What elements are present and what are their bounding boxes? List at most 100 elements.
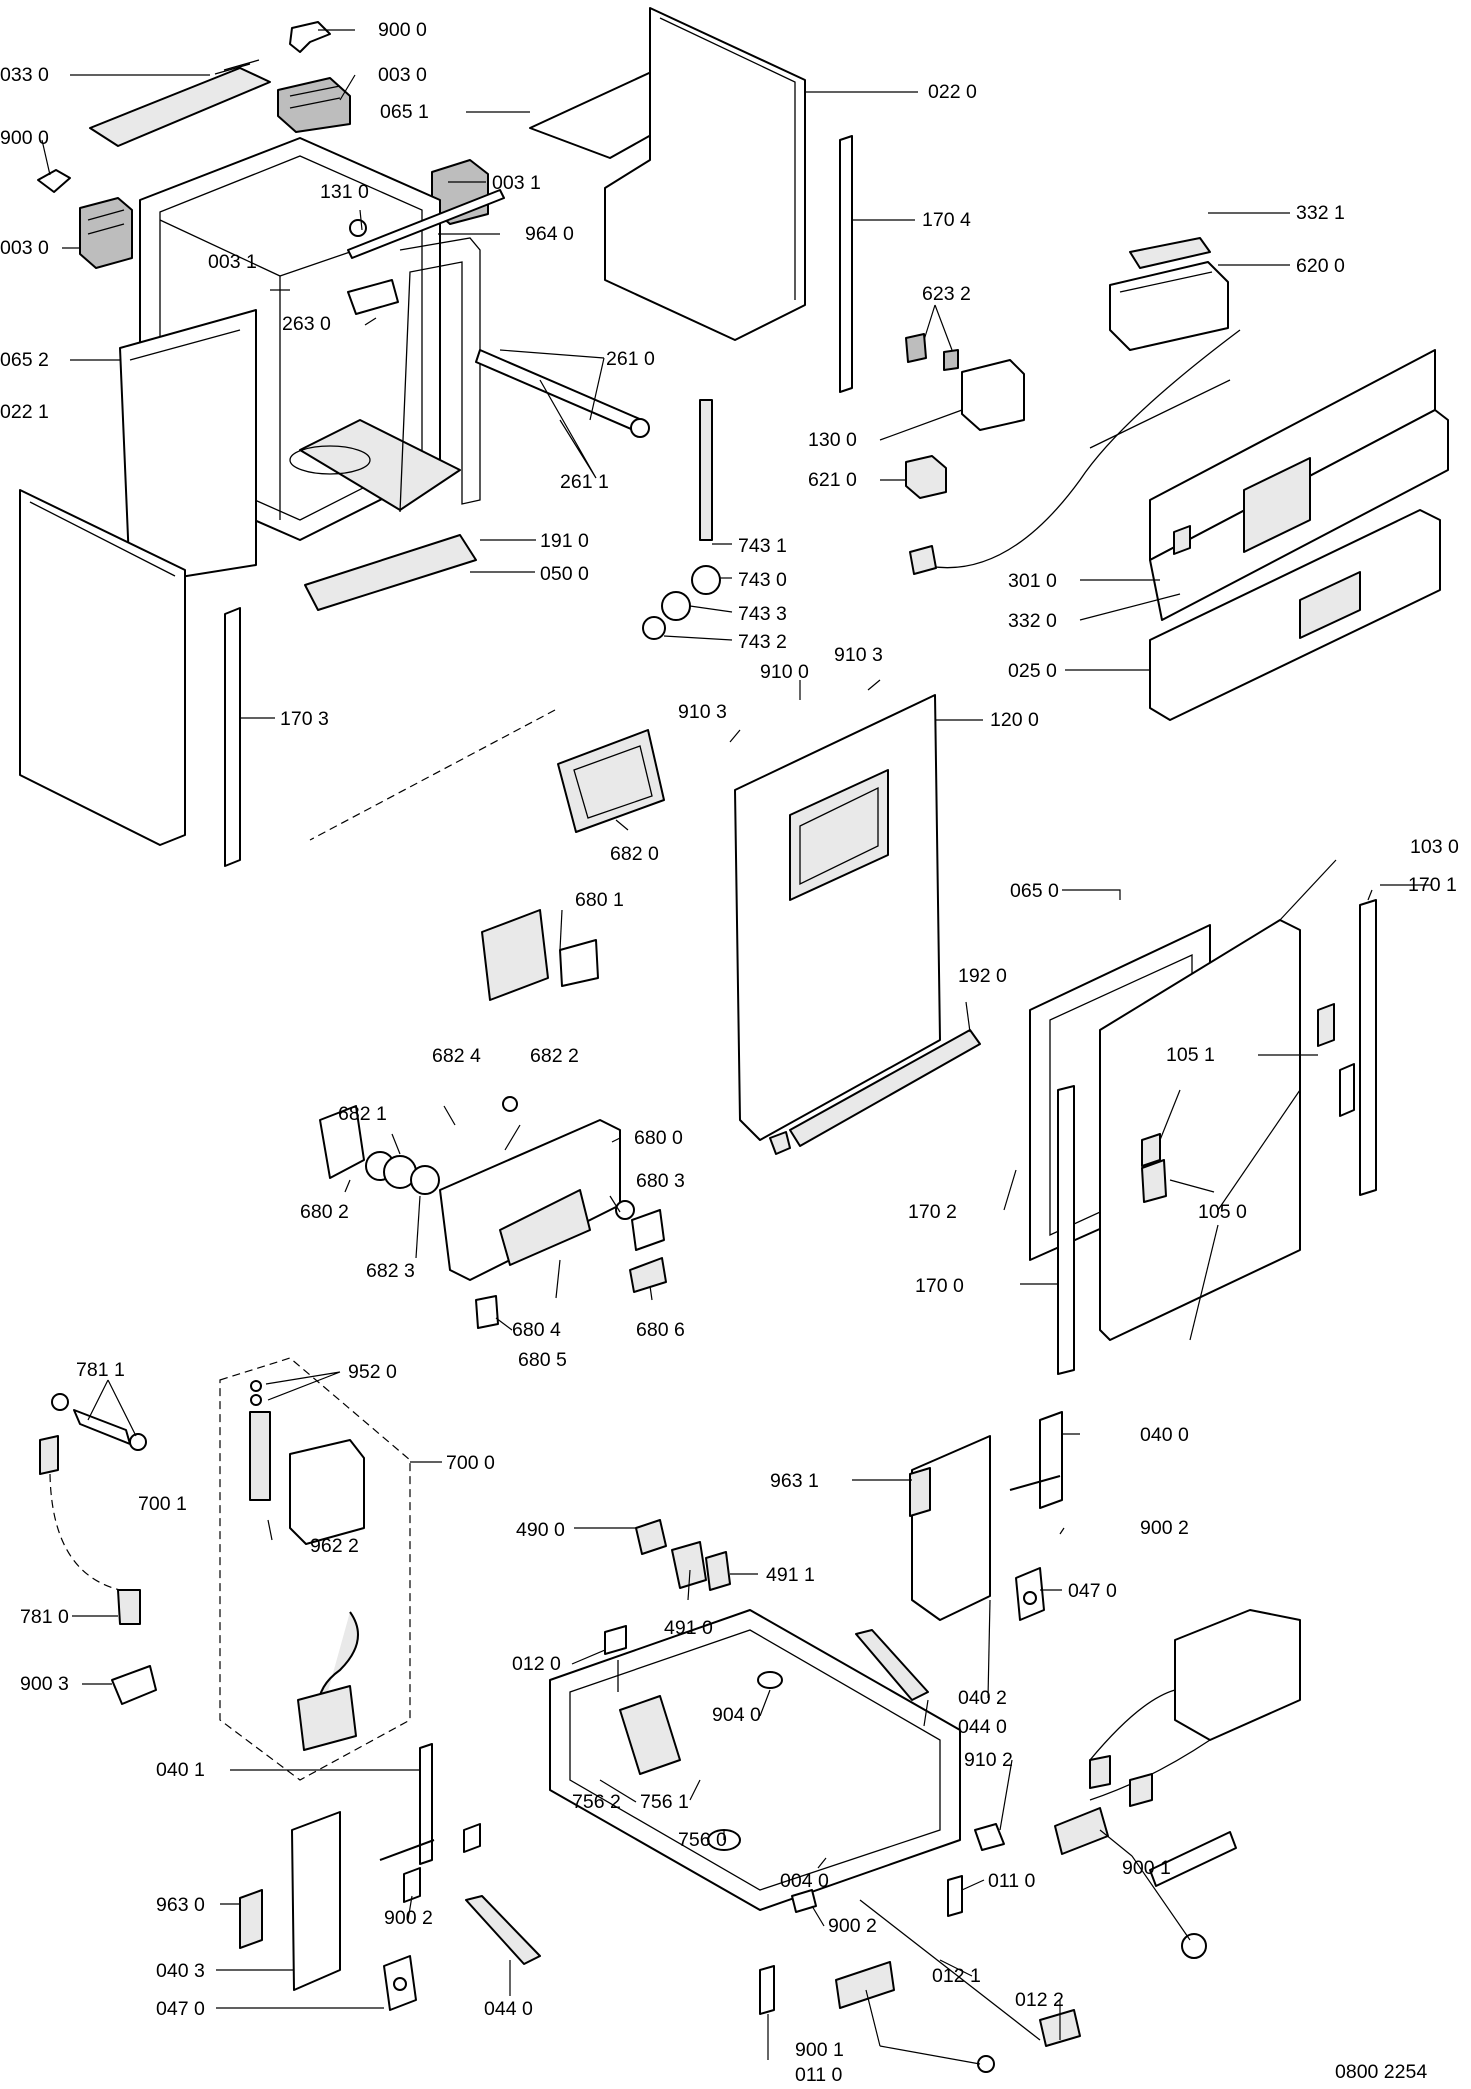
- callout-label: 743 3: [738, 603, 787, 625]
- callout-label: 044 0: [958, 1716, 1007, 1738]
- drawing-number: 0800 2254: [1335, 2061, 1427, 2083]
- callout-label: 491 1: [766, 1564, 815, 1586]
- valve-assembly-700: [219, 1357, 411, 1781]
- callout-label: 103 0: [1410, 836, 1459, 858]
- callout-label: 170 2: [908, 1201, 957, 1223]
- control-module-620: [1109, 261, 1229, 351]
- seal-191: [399, 237, 481, 513]
- callout-label: 900 2: [384, 1907, 433, 1929]
- callout-label: 040 3: [156, 1960, 205, 1982]
- callout-label: 004 0: [780, 1870, 829, 1892]
- callout-label: 003 1: [492, 172, 541, 194]
- seal-strip-170-3: [224, 607, 241, 867]
- callout-labels: 900 0 033 0 003 0 900 0 065 1 022 0 003 …: [0, 19, 1459, 2086]
- callout-label: 192 0: [958, 965, 1007, 987]
- callout-label: 490 0: [516, 1519, 565, 1541]
- callout-label: 025 0: [1008, 660, 1057, 682]
- drain-hose-781-0: [49, 1473, 141, 1625]
- callout-label: 962 2: [310, 1535, 359, 1557]
- callout-label: 900 2: [828, 1915, 877, 1937]
- heater-044-0: [855, 1629, 929, 1701]
- callout-label: 781 0: [20, 1606, 69, 1628]
- dispenser-680: [319, 1096, 667, 1329]
- callout-label: 900 2: [1140, 1517, 1189, 1539]
- callout-label: 680 5: [518, 1349, 567, 1371]
- bolt-910-2: [974, 1823, 1005, 1851]
- switch-130: [961, 359, 1025, 431]
- callout-label: 065 1: [380, 101, 429, 123]
- bracket-900-3: [111, 1665, 157, 1705]
- callout-label: 065 0: [1010, 880, 1059, 902]
- callout-label: 047 0: [1068, 1580, 1117, 1602]
- callout-label: 012 1: [932, 1965, 981, 1987]
- callout-label: 900 0: [0, 127, 49, 149]
- callout-label: 170 4: [922, 209, 971, 231]
- hinge-block-003-top: [277, 77, 351, 133]
- motor-047-0-left: [383, 1955, 417, 2011]
- clip-900-2-left: [403, 1823, 481, 1903]
- gasket-682: [557, 729, 665, 833]
- callout-label: 952 0: [348, 1361, 397, 1383]
- label-strip-033: [89, 59, 271, 147]
- bracket-900-left: [37, 169, 71, 193]
- callout-label: 904 0: [712, 1704, 761, 1726]
- callout-label: 621 0: [808, 469, 857, 491]
- callout-label: 900 3: [20, 1673, 69, 1695]
- callout-label: 680 4: [512, 1319, 561, 1341]
- callout-label: 120 0: [990, 709, 1039, 731]
- relay-621: [905, 455, 947, 499]
- callout-label: 263 0: [282, 313, 331, 335]
- panel-025: [1149, 509, 1441, 721]
- callout-label: 743 1: [738, 535, 787, 557]
- callout-label: 040 0: [1140, 1424, 1189, 1446]
- callout-label: 680 0: [634, 1127, 683, 1149]
- control-panel-fascia: [1149, 349, 1449, 621]
- base-strip-050: [304, 534, 477, 611]
- callout-label: 756 0: [678, 1829, 727, 1851]
- float-assembly-743: [642, 399, 721, 640]
- callout-label: 743 0: [738, 569, 787, 591]
- relay-623-2: [905, 333, 959, 371]
- callout-label: 261 1: [560, 471, 609, 493]
- hinge-block-003-left: [79, 197, 133, 269]
- inner-door-120: [734, 694, 941, 1141]
- callout-label: 682 0: [610, 843, 659, 865]
- callout-label: 756 1: [640, 1791, 689, 1813]
- tub-body: [119, 137, 461, 586]
- bottom-strip-192: [769, 1029, 981, 1155]
- cover-963-0: [239, 1889, 263, 1949]
- dispenser-cover-680-1: [481, 909, 599, 1001]
- callout-label: 332 1: [1296, 202, 1345, 224]
- callout-label: 964 0: [525, 223, 574, 245]
- bolt-011-0: [759, 1875, 963, 2015]
- callout-label: 910 0: [760, 661, 809, 683]
- callout-label: 700 1: [138, 1493, 187, 1515]
- foot-012-0: [604, 1625, 627, 1692]
- callout-label: 910 3: [678, 701, 727, 723]
- callout-label: 011 0: [988, 1870, 1036, 1892]
- callout-label: 012 2: [1015, 1989, 1064, 2011]
- callout-label: 743 2: [738, 631, 787, 653]
- callout-label: 003 1: [208, 251, 257, 273]
- wire-harness-301: [909, 329, 1241, 575]
- sensor-490-491: [635, 1519, 731, 1591]
- callout-label: 963 0: [156, 1894, 205, 1916]
- wire-harness-main: [1089, 1609, 1301, 1887]
- callout-label: 012 0: [512, 1653, 561, 1675]
- callout-label: 682 3: [366, 1260, 415, 1282]
- callout-label: 700 0: [446, 1452, 495, 1474]
- tube-964-131: [347, 189, 505, 259]
- callout-label: 044 0: [484, 1998, 533, 2020]
- side-panel-022-1: [19, 489, 186, 846]
- bracket-900-top: [289, 21, 331, 53]
- callout-label: 680 6: [636, 1319, 685, 1341]
- callout-label: 781 1: [76, 1359, 125, 1381]
- callout-label: 050 0: [540, 563, 589, 585]
- bracket-040-1-040-3: [291, 1743, 435, 1991]
- callout-label: 033 0: [0, 64, 49, 86]
- callout-label: 682 1: [338, 1103, 387, 1125]
- callout-label: 491 0: [664, 1617, 713, 1639]
- callout-label: 910 3: [834, 644, 883, 666]
- seal-strip-170-4: [839, 135, 853, 393]
